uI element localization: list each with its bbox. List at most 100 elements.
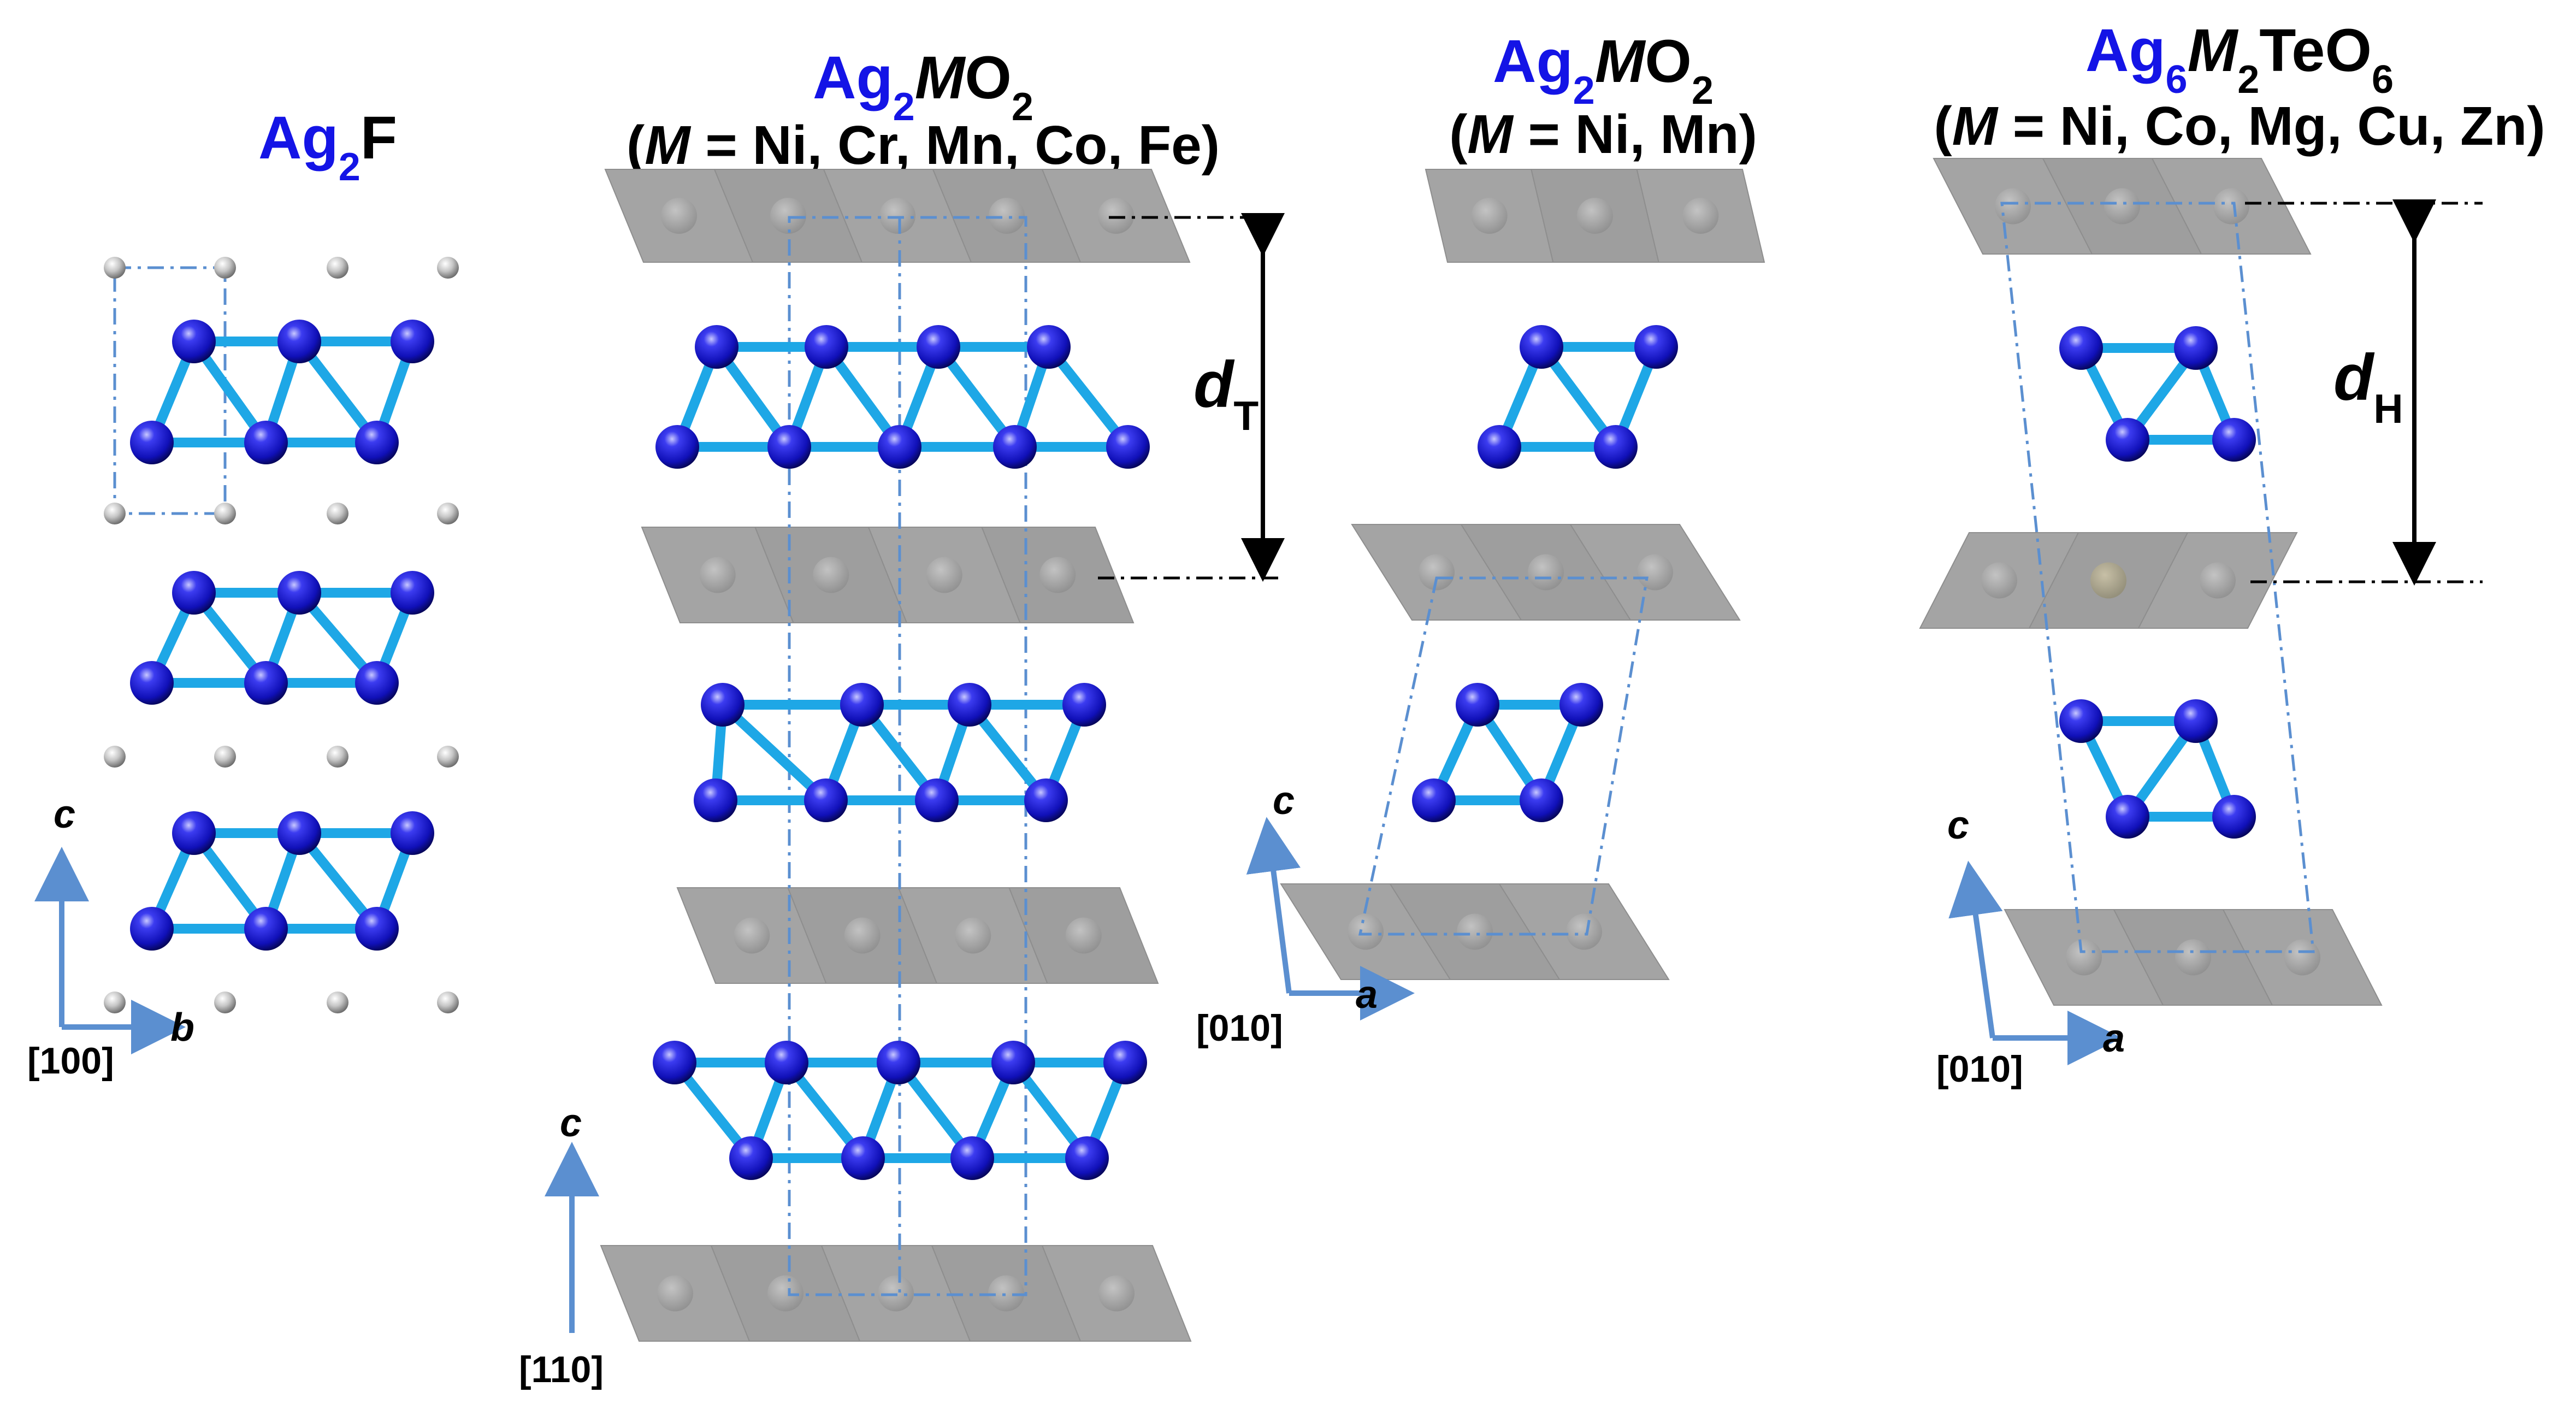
silver-atom (840, 683, 884, 727)
fluorine-atom (327, 503, 348, 524)
metal-atom (955, 917, 991, 954)
title-4-m-sub: 2 (2237, 58, 2259, 102)
silver-atom (130, 421, 174, 464)
silver-atom (2059, 699, 2103, 743)
fluorine-atom (214, 992, 236, 1013)
ag-ag-bonds (147, 337, 2239, 1163)
silver-atom (915, 778, 959, 822)
silver-atom (655, 425, 699, 469)
unit-cell-outlines (113, 202, 2315, 1296)
metal-atom (661, 198, 697, 234)
silver-atom (1520, 325, 1563, 369)
fluorine-atom (437, 746, 459, 768)
fluorine-atom (437, 503, 459, 524)
svg-text:(M = Ni, Co, Mg, Cu, Zn): (M = Ni, Co, Mg, Cu, Zn) (1934, 96, 2545, 157)
title-3-o-sub: 2 (1692, 69, 1714, 113)
silver-atom (1106, 425, 1150, 469)
fluorine-atom (214, 503, 236, 524)
metal-atom (1471, 198, 1508, 234)
unit-cell-edge (1358, 576, 1649, 936)
metal-atom (2284, 939, 2320, 976)
silver-atom (701, 683, 745, 727)
title-1-ag: Ag (258, 104, 339, 172)
title-3-elements: = Ni, Mn) (1513, 104, 1757, 165)
metal-atom (2200, 562, 2236, 599)
octahedral-layer (600, 1245, 1192, 1342)
silver-atom (391, 811, 434, 855)
silver-atom (653, 1041, 696, 1084)
axis-4-view: [010] (1936, 1048, 2023, 1090)
silver-atom (1478, 425, 1521, 469)
metal-atom (1528, 554, 1564, 591)
svg-text:Ag2MO2: Ag2MO2 (813, 44, 1033, 129)
fluorine-atom (327, 746, 348, 768)
svg-text:(M = Ni, Cr, Mn, Co, Fe): (M = Ni, Cr, Mn, Co, Fe) (627, 115, 1220, 176)
axes-panel-2: c [110] (519, 1101, 604, 1390)
title-3-m: M (1595, 28, 1646, 95)
title-3-o: O (1645, 28, 1692, 95)
spacing-dT-label: dT (1194, 348, 1259, 439)
metal-atom (2213, 188, 2249, 225)
silver-atom (917, 325, 960, 369)
panel-3-title: Ag2MO2 (M = Ni, Mn) (1449, 28, 1757, 165)
title-3-ag: Ag (1493, 28, 1573, 95)
fluorine-atom (437, 257, 459, 279)
title-2-ag-sub: 2 (893, 85, 915, 129)
silver-atom (355, 661, 399, 705)
spacing-dH-label: dH (2333, 341, 2403, 432)
axes-panel-4: c a [010] (1936, 804, 2125, 1090)
octahedral-layer (641, 527, 1135, 623)
silver-atom (841, 1136, 885, 1180)
metal-atom (1098, 198, 1134, 234)
title-3-m2: M (1467, 104, 1514, 165)
silver-atom (244, 907, 288, 951)
title-4-m: M (2188, 17, 2239, 84)
panel-1-title: Ag2F (258, 104, 397, 189)
silver-atom (1456, 683, 1499, 727)
axes-panel-1: c b [100] (27, 793, 194, 1082)
silver-atom (1062, 683, 1106, 727)
silver-atom (172, 811, 216, 855)
silver-atom (172, 571, 216, 615)
silver-atom (804, 778, 848, 822)
title-4-o-sub: 6 (2372, 58, 2394, 102)
silver-atom (765, 1041, 808, 1084)
axis-4-a: a (2103, 1017, 2125, 1060)
silver-atom (2212, 795, 2256, 839)
svg-text:(M = Ni, Mn): (M = Ni, Mn) (1449, 104, 1757, 165)
silver-atom (1024, 778, 1068, 822)
metal-atom (1348, 913, 1384, 950)
octahedral-layer (1933, 158, 2312, 255)
title-2-ag: Ag (813, 44, 893, 111)
octahedral-layer (676, 887, 1159, 984)
silver-atom (391, 320, 434, 363)
metal-atom (879, 198, 915, 234)
axis-3-view: [010] (1196, 1007, 1283, 1049)
octahedral-layer (604, 169, 1191, 263)
silver-atom (2106, 418, 2149, 462)
silver-atom (878, 425, 921, 469)
silver-atom (877, 1041, 920, 1084)
unit-cell-edge (113, 266, 227, 515)
silver-atom (172, 320, 216, 363)
ag-bond (718, 700, 831, 805)
octahedral-layer (1351, 524, 1741, 621)
silver-atom (2174, 699, 2218, 743)
metal-atom (1457, 913, 1493, 950)
fluorine-atom (104, 746, 126, 768)
title-4-elements: = Ni, Co, Mg, Cu, Zn) (1998, 96, 2545, 157)
silver-atom (277, 571, 321, 615)
metal-atom (699, 557, 736, 593)
silver-atom (1103, 1041, 1147, 1084)
metal-atom (2090, 562, 2126, 599)
metal-atom (1098, 1275, 1135, 1312)
spacing-dH-marker: dH (2245, 199, 2483, 586)
silver-atom (1412, 778, 1456, 822)
axis-1-b: b (170, 1006, 194, 1049)
silver-atom (355, 421, 399, 464)
silver-atom (130, 661, 174, 705)
silver-atom (2106, 795, 2149, 839)
silver-atom (277, 320, 321, 363)
metal-atom (1065, 917, 1102, 954)
unit-cell-edge (788, 216, 1027, 1296)
